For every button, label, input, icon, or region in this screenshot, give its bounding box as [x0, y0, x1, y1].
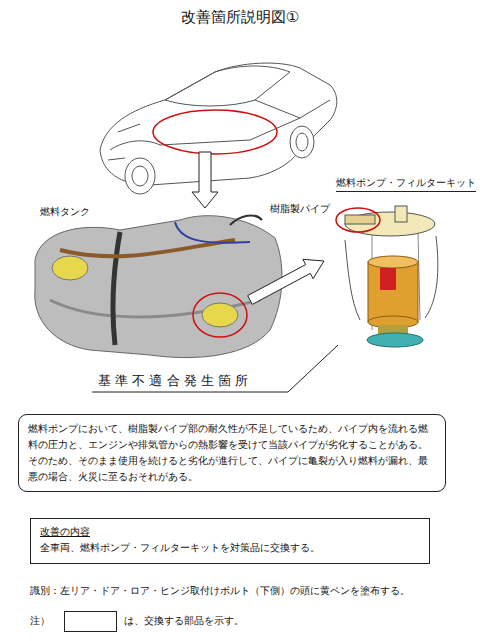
description-box: 燃料ポンプにおいて、樹脂製パイプ部の耐久性が不足しているため、パイプ内を流れる燃… [18, 414, 446, 492]
box-text: 全車両、燃料ポンプ・フィルターキットを対策品に交換する。 [40, 540, 420, 556]
fuel-pump-drawing [345, 206, 438, 347]
leader-line [92, 345, 338, 392]
highlight-circle [193, 293, 247, 337]
part-label: 燃料タンク [40, 205, 90, 219]
box-text: 燃料ポンプにおいて、樹脂製パイプ部の耐久性が不足しているため、パイプ内を流れる燃… [28, 421, 436, 485]
box-heading: 改善の内容 [40, 524, 420, 540]
part-label: 樹脂製パイプ [270, 202, 330, 216]
location-caption: 基 準 不 適 合 発 生 箇 所 [98, 372, 248, 390]
highlight-ellipse [336, 208, 380, 232]
arrow [192, 152, 218, 208]
page-title: 改善箇所説明図① [0, 8, 480, 27]
improvement-box: 改善の内容全車両、燃料ポンプ・フィルターキットを対策品に交換する。 [30, 518, 430, 564]
note-text: 注） [30, 614, 50, 628]
part-label: 燃料ポンプ・フィルターキット [336, 176, 476, 192]
fuel-tank-drawing [35, 215, 282, 357]
note-text: 識別：左リア・ドア・ロア・ヒンジ取付けボルト（下側）の頭に黄ペンを塗布する。 [30, 584, 410, 598]
note-text: は、交換する部品を示す。 [124, 614, 244, 628]
arrow [248, 259, 324, 304]
note-box [65, 612, 117, 632]
highlight-ellipse [153, 110, 277, 154]
car-drawing [100, 63, 337, 194]
